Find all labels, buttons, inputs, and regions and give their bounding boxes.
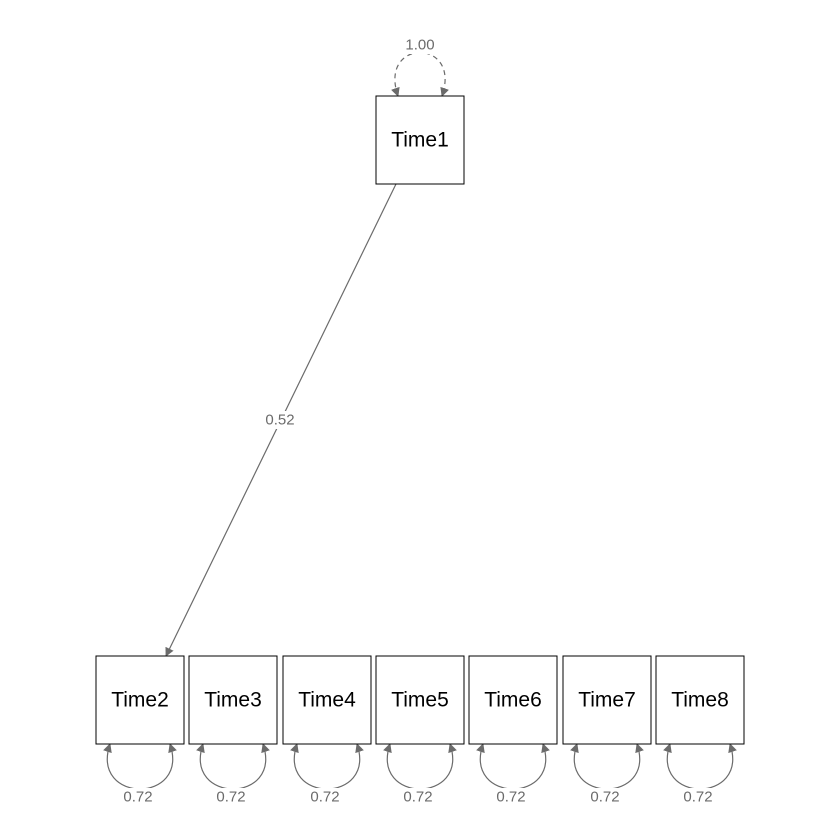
node-box [375, 95, 465, 185]
node-time6: Time6 [468, 655, 558, 745]
variance-loop-time3 [196, 743, 270, 790]
path-label-time1-time2: 0.52 [265, 412, 294, 429]
node-time8: Time8 [655, 655, 745, 745]
variance-label-time5: 0.72 [403, 789, 432, 806]
variance-loop-time4 [290, 743, 364, 790]
variance-loop-time2 [103, 743, 177, 790]
variance-label-time6: 0.72 [496, 789, 525, 806]
variance-loop-time8 [663, 743, 737, 790]
variance-label-bg [586, 788, 624, 806]
variance-label-time3: 0.72 [216, 789, 245, 806]
variance-label-bg [492, 788, 530, 806]
node-box [95, 655, 185, 745]
variance-label-time1: 1.00 [405, 37, 434, 54]
node-time5: Time5 [375, 655, 465, 745]
node-label: Time3 [204, 689, 262, 712]
variance-label-bg [306, 788, 344, 806]
variance-loop-time1 [391, 52, 449, 97]
variance-loop-time5 [383, 743, 457, 790]
variance-label-bg [399, 788, 437, 806]
node-label: Time1 [391, 129, 449, 152]
node-time2: Time2 [95, 655, 185, 745]
node-label: Time2 [111, 689, 169, 712]
variance-label-bg [212, 788, 250, 806]
node-box [188, 655, 278, 745]
node-time1: Time1 [375, 95, 465, 185]
node-box [468, 655, 558, 745]
node-label: Time4 [298, 689, 356, 712]
variance-loop-time7 [570, 743, 644, 790]
node-time7: Time7 [562, 655, 652, 745]
node-time3: Time3 [188, 655, 278, 745]
variance-label-time4: 0.72 [310, 789, 339, 806]
variance-label-time2: 0.72 [123, 789, 152, 806]
node-label: Time7 [578, 689, 636, 712]
node-time4: Time4 [282, 655, 372, 745]
variance-label-bg [679, 788, 717, 806]
node-box [655, 655, 745, 745]
variance-label-bg [401, 36, 439, 54]
variance-loop-time6 [476, 743, 550, 790]
path-label-bg [261, 411, 299, 429]
node-box [375, 655, 465, 745]
node-box [562, 655, 652, 745]
variance-label-bg [119, 788, 157, 806]
node-label: Time6 [484, 689, 542, 712]
node-label: Time8 [671, 689, 729, 712]
variance-label-time7: 0.72 [590, 789, 619, 806]
node-box [282, 655, 372, 745]
variance-label-time8: 0.72 [683, 789, 712, 806]
node-label: Time5 [391, 689, 449, 712]
